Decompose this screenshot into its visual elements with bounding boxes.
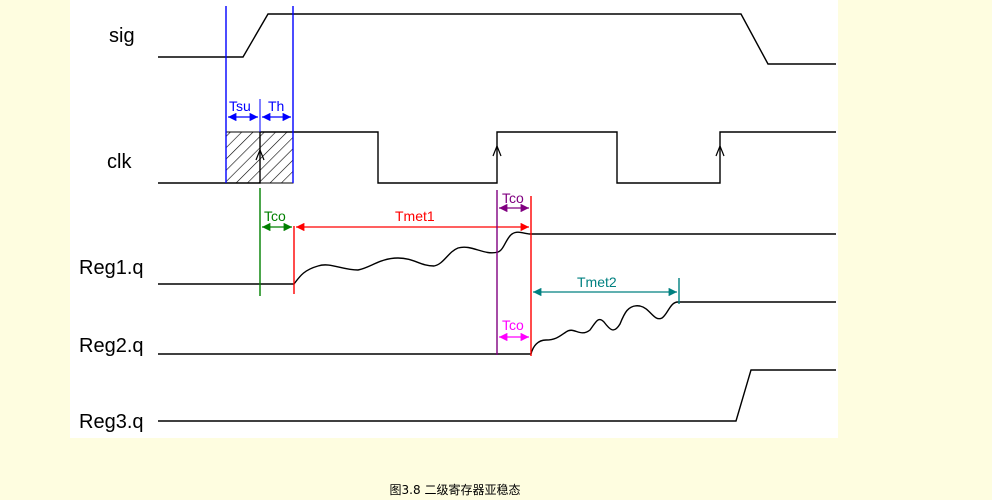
waveform-reg3 (158, 369, 836, 422)
tsu-label: Tsu (229, 98, 251, 114)
clk-edge-arrow-3 (715, 144, 725, 157)
tmet1-label: Tmet1 (395, 208, 435, 224)
tmet2-label: Tmet2 (577, 274, 617, 290)
waveform-reg2-metastable (530, 301, 836, 355)
waveform-reg1-metastable (293, 231, 836, 285)
clk-edge-arrow-1 (255, 148, 265, 161)
figure-caption: 图3.8 二级寄存器亚稳态 (389, 483, 521, 497)
clk-edge-arrow-2 (492, 144, 502, 157)
label-clk: clk (107, 151, 132, 173)
tco-reg2-label: Tco (502, 317, 524, 333)
waveform-clk (158, 131, 836, 184)
label-reg2: Reg2.q (79, 335, 144, 357)
label-sig: sig (109, 25, 135, 47)
tco-clk2-label: Tco (502, 190, 524, 206)
diagram-panel (70, 0, 838, 438)
tco-reg1-label: Tco (264, 208, 286, 224)
label-reg1: Reg1.q (79, 257, 144, 279)
label-reg3: Reg3.q (79, 411, 144, 433)
waveform-sig (158, 13, 836, 65)
th-label: Th (268, 98, 284, 114)
